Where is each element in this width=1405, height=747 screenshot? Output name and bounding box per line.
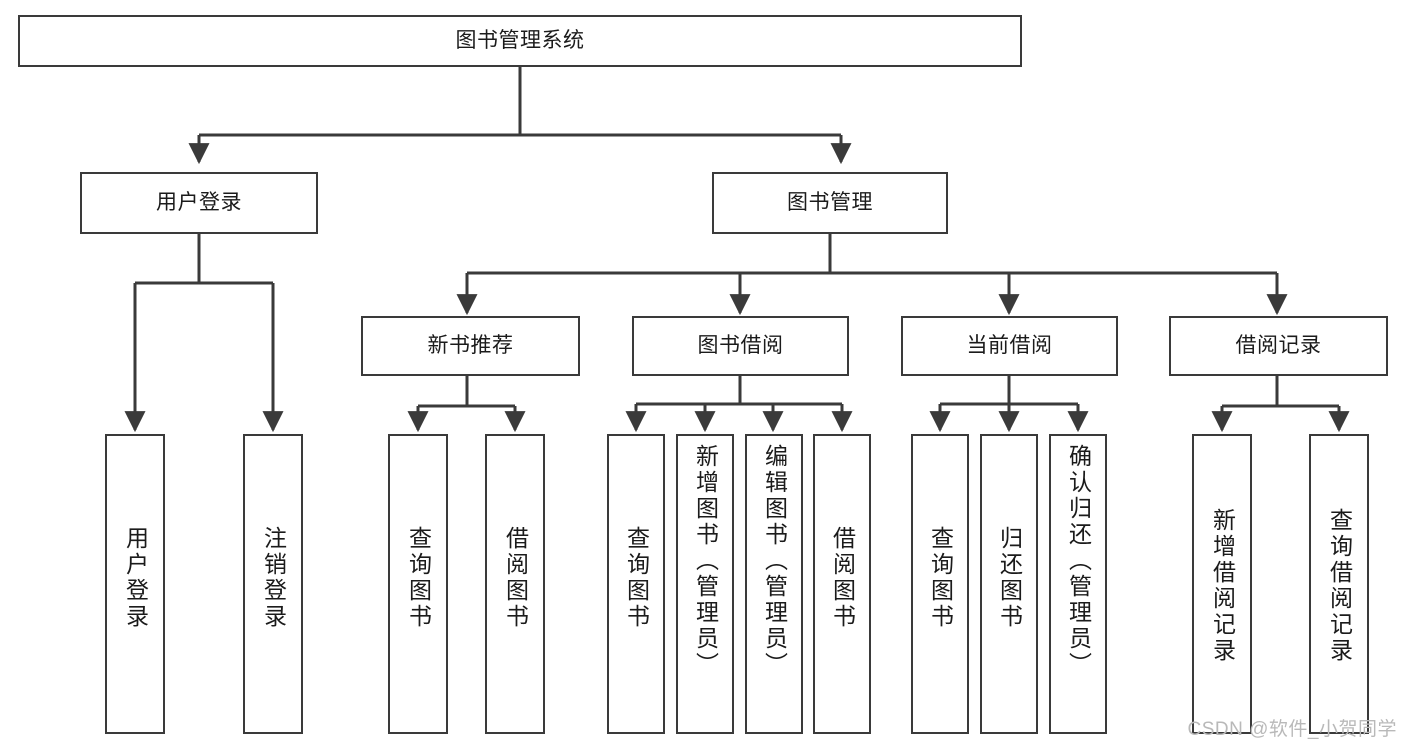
node-leaf-confirm-return[interactable]: 确认归还（管理员） xyxy=(1049,434,1107,734)
node-leaf-query-book-1-label: 查询图书 xyxy=(405,526,432,630)
node-book-borrow[interactable]: 图书借阅 xyxy=(632,316,849,376)
node-leaf-query-record[interactable]: 查询借阅记录 xyxy=(1309,434,1369,734)
node-leaf-confirm-return-label: 确认归还（管理员） xyxy=(1065,444,1092,678)
node-borrow-record[interactable]: 借阅记录 xyxy=(1169,316,1388,376)
node-user-login[interactable]: 用户登录 xyxy=(80,172,318,234)
node-root-label: 图书管理系统 xyxy=(455,29,585,53)
node-leaf-edit-book[interactable]: 编辑图书（管理员） xyxy=(745,434,803,734)
node-leaf-logout-login-label: 注销登录 xyxy=(260,526,287,630)
node-leaf-add-record-label: 新增借阅记录 xyxy=(1209,508,1236,664)
node-leaf-user-login-label: 用户登录 xyxy=(122,526,149,630)
node-book-borrow-label: 图书借阅 xyxy=(697,334,784,358)
node-leaf-user-login[interactable]: 用户登录 xyxy=(105,434,165,734)
node-leaf-borrow-book-2-label: 借阅图书 xyxy=(829,526,856,630)
node-leaf-query-book-3-label: 查询图书 xyxy=(927,526,954,630)
node-leaf-query-record-label: 查询借阅记录 xyxy=(1326,508,1353,664)
node-leaf-query-book-3[interactable]: 查询图书 xyxy=(911,434,969,734)
node-borrow-record-label: 借阅记录 xyxy=(1235,334,1322,358)
node-user-login-label: 用户登录 xyxy=(156,191,242,215)
node-book-manage[interactable]: 图书管理 xyxy=(712,172,948,234)
node-leaf-borrow-book-1[interactable]: 借阅图书 xyxy=(485,434,545,734)
node-new-book-recommend-label: 新书推荐 xyxy=(427,334,514,358)
node-leaf-logout-login[interactable]: 注销登录 xyxy=(243,434,303,734)
node-leaf-add-record[interactable]: 新增借阅记录 xyxy=(1192,434,1252,734)
node-new-book-recommend[interactable]: 新书推荐 xyxy=(361,316,580,376)
node-current-borrow-label: 当前借阅 xyxy=(966,334,1053,358)
csdn-watermark: CSDN @软件_小贺同学 xyxy=(1187,719,1397,740)
node-leaf-query-book-1[interactable]: 查询图书 xyxy=(388,434,448,734)
node-leaf-return-book-label: 归还图书 xyxy=(996,526,1023,630)
node-root[interactable]: 图书管理系统 xyxy=(18,15,1022,67)
node-book-manage-label: 图书管理 xyxy=(787,191,873,215)
node-leaf-borrow-book-1-label: 借阅图书 xyxy=(502,526,529,630)
node-leaf-borrow-book-2[interactable]: 借阅图书 xyxy=(813,434,871,734)
node-leaf-return-book[interactable]: 归还图书 xyxy=(980,434,1038,734)
node-leaf-add-book-label: 新增图书（管理员） xyxy=(692,444,719,678)
node-leaf-query-book-2-label: 查询图书 xyxy=(623,526,650,630)
node-leaf-add-book[interactable]: 新增图书（管理员） xyxy=(676,434,734,734)
node-leaf-edit-book-label: 编辑图书（管理员） xyxy=(761,444,788,678)
node-current-borrow[interactable]: 当前借阅 xyxy=(901,316,1118,376)
node-leaf-query-book-2[interactable]: 查询图书 xyxy=(607,434,665,734)
